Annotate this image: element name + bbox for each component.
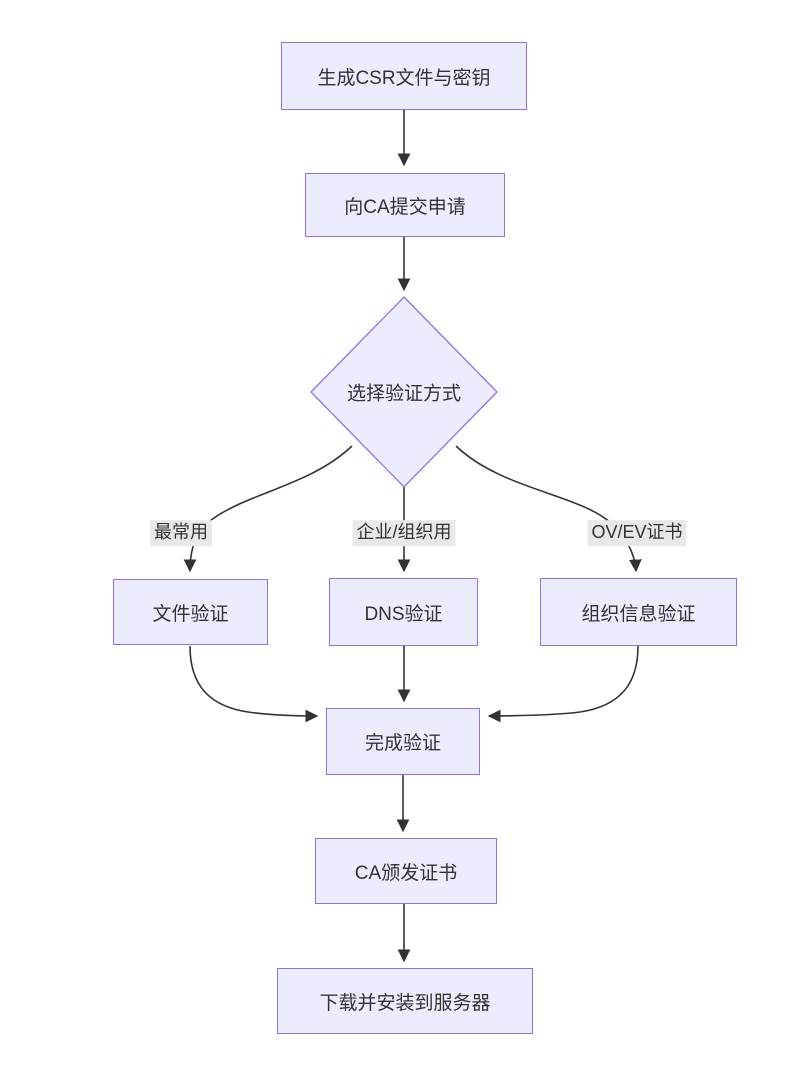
node-choose-validation: 选择验证方式 xyxy=(347,379,461,406)
node-ca-issues-cert-label: CA颁发证书 xyxy=(354,862,458,884)
node-submit-to-ca-label: 向CA提交申请 xyxy=(344,196,466,218)
edge-label-enterprise-text: 企业/组织用 xyxy=(356,522,452,543)
edge-decision-to-org xyxy=(455,445,642,573)
node-org-info-validation-label: 组织信息验证 xyxy=(581,603,696,625)
node-org-info-validation: 组织信息验证 xyxy=(540,578,737,646)
node-file-validation-label: 文件验证 xyxy=(152,603,229,625)
edge-org-to-done xyxy=(487,645,639,723)
edge-label-enterprise: 企业/组织用 xyxy=(352,520,456,546)
decision-diamond-shape xyxy=(310,296,498,488)
node-download-install: 下载并安装到服务器 xyxy=(277,968,533,1034)
node-submit-to-ca: 向CA提交申请 xyxy=(305,173,505,237)
node-download-install-label: 下载并安装到服务器 xyxy=(319,992,491,1014)
node-validation-complete: 完成验证 xyxy=(326,708,480,775)
node-dns-validation: DNS验证 xyxy=(329,578,478,646)
node-file-validation: 文件验证 xyxy=(113,579,268,645)
node-dns-validation-label: DNS验证 xyxy=(364,603,443,625)
node-generate-csr-label: 生成CSR文件与密钥 xyxy=(317,67,491,89)
node-validation-complete-label: 完成验证 xyxy=(364,733,441,754)
edge-label-most-common-text: 最常用 xyxy=(154,522,208,543)
edge-label-ovev-cert-text: OV/EV证书 xyxy=(591,522,683,543)
edge-label-most-common: 最常用 xyxy=(150,520,212,546)
node-choose-validation-label: 选择验证方式 xyxy=(346,383,462,405)
edge-label-ovev-cert: OV/EV证书 xyxy=(587,520,687,546)
edge-file-to-done xyxy=(189,645,319,723)
node-generate-csr: 生成CSR文件与密钥 xyxy=(281,42,527,110)
node-ca-issues-cert: CA颁发证书 xyxy=(315,838,497,904)
edge-decision-to-file xyxy=(183,445,353,573)
